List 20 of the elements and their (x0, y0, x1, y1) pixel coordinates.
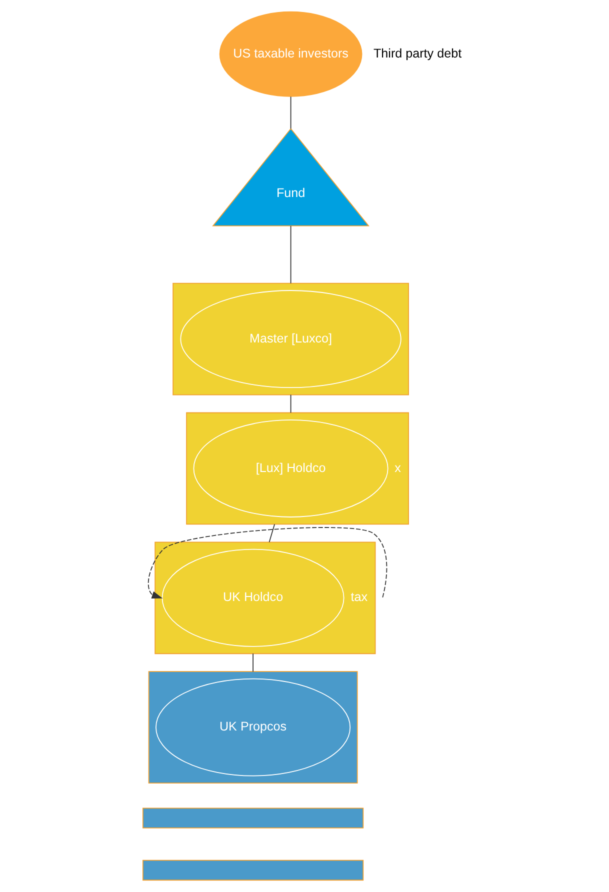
connector (290, 225, 292, 284)
arrow (148, 527, 388, 599)
node-label: x (394, 460, 401, 475)
node-label: tax (350, 590, 368, 604)
connector (290, 96, 292, 130)
label: Third party debt (373, 46, 462, 60)
cluster (172, 282, 409, 396)
node-ellipse: US taxable investors (219, 11, 362, 97)
node-ellipse: [Lux] Holdco (193, 419, 388, 518)
node-ellipse: UK Propcos (156, 678, 351, 776)
cluster (148, 671, 358, 784)
cluster (186, 412, 409, 525)
connector (290, 394, 292, 414)
connector (252, 653, 254, 672)
cluster (154, 542, 376, 654)
node-box (142, 808, 364, 828)
node-ellipse: UK Holdco (162, 548, 344, 647)
node-box (142, 860, 364, 881)
node-ellipse: Master [Luxco] (180, 290, 402, 388)
connector (268, 524, 276, 543)
